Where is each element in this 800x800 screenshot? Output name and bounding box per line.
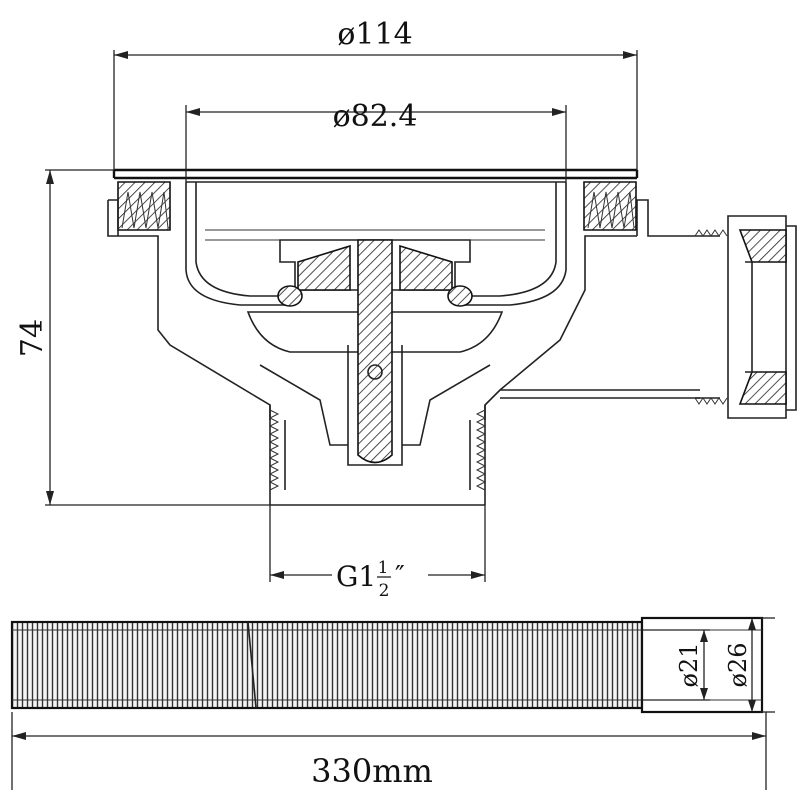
hose-end-cuff bbox=[640, 616, 764, 714]
corrugated-hose bbox=[10, 616, 764, 714]
inner-diameter-label: ø82.4 bbox=[333, 99, 418, 134]
dimension-hose-inner: ø21 bbox=[642, 629, 710, 701]
cap-hatch-right bbox=[399, 244, 453, 291]
left-seal-teeth bbox=[121, 191, 169, 229]
thread-denominator: 2 bbox=[379, 581, 390, 601]
dimension-height: 74 bbox=[15, 169, 270, 506]
center-spindle bbox=[357, 239, 393, 464]
overflow-thread-top bbox=[694, 229, 728, 237]
lower-cone bbox=[259, 364, 491, 446]
hose-outer-label: ø26 bbox=[724, 643, 752, 688]
o-ring-right bbox=[447, 285, 473, 307]
outer-housing bbox=[107, 199, 700, 420]
tail-pipe bbox=[269, 405, 486, 506]
basket-inner-line bbox=[205, 229, 545, 241]
nut-inner bbox=[745, 261, 753, 373]
tail-thread-left bbox=[268, 409, 280, 491]
spindle-sleeve bbox=[347, 345, 403, 466]
spindle-pin bbox=[367, 364, 383, 380]
basket-bottom bbox=[246, 311, 504, 353]
height-label: 74 bbox=[15, 319, 50, 357]
top-flange bbox=[112, 168, 639, 180]
strainer-basket bbox=[185, 181, 567, 306]
dimension-inner-diameter: ø82.4 bbox=[185, 99, 567, 182]
dimension-outer-diameter: ø114 bbox=[113, 17, 638, 170]
hose-body bbox=[10, 620, 644, 710]
overflow-nut bbox=[727, 215, 797, 419]
outer-diameter-label: ø114 bbox=[337, 17, 412, 52]
nut-hatch-top bbox=[738, 229, 787, 263]
hose-inner-label: ø21 bbox=[675, 643, 703, 688]
thread-prefix: G1 bbox=[336, 560, 376, 593]
thread-suffix: ″ bbox=[395, 561, 405, 591]
o-ring-left bbox=[277, 285, 303, 307]
nut-hatch-bottom bbox=[738, 371, 787, 405]
strainer-assembly bbox=[107, 168, 797, 506]
right-seal bbox=[583, 181, 637, 231]
thread-label: G1 bbox=[336, 560, 376, 593]
overflow-thread-bottom bbox=[694, 397, 728, 405]
tail-thread-right bbox=[475, 409, 487, 491]
dimension-hose-length: 330mm bbox=[11, 712, 767, 790]
overflow-pipe bbox=[695, 235, 720, 399]
cap-hatch-left bbox=[297, 244, 351, 291]
dimension-thread: G1 1 2 ″ bbox=[269, 505, 486, 601]
dimension-hose-outer: ø26 bbox=[724, 617, 775, 713]
hose-length-label: 330mm bbox=[311, 752, 433, 790]
thread-numerator: 1 bbox=[378, 558, 389, 578]
right-seal-teeth bbox=[587, 191, 635, 229]
